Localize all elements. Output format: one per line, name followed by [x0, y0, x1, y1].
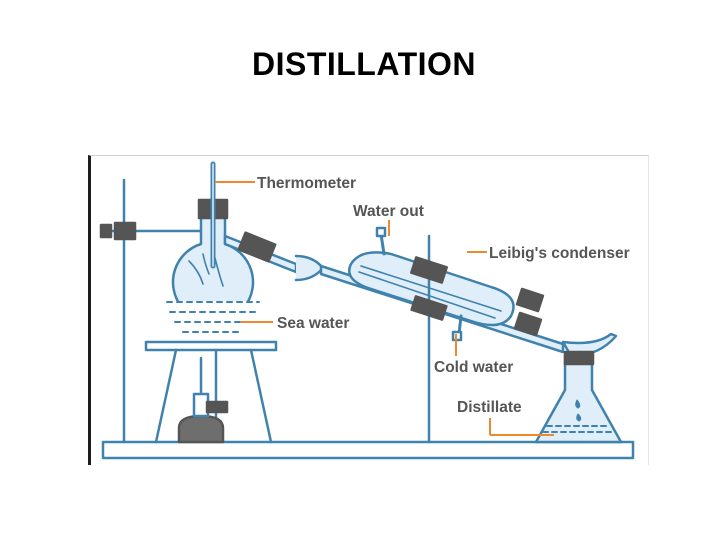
stand-boss-clamp: [113, 221, 137, 241]
condenser-stand: [410, 234, 448, 444]
label-water-out: Water out: [353, 203, 424, 220]
adapter-clamp-right-lower: [513, 311, 543, 337]
conical-flask: [534, 350, 623, 444]
adapter-clamp-right: [515, 287, 545, 313]
base-plate: [101, 440, 635, 460]
distillate-level: [542, 425, 615, 433]
leibig-condenser: [348, 226, 515, 342]
distillation-apparatus: Thermometer Water out Leibig's condenser…: [99, 161, 635, 460]
thermometer: [197, 161, 229, 269]
drop-icon: [575, 399, 581, 409]
bunsen-burner: [177, 356, 229, 444]
label-leaders: [215, 181, 554, 436]
label-distillate: Distillate: [457, 399, 522, 416]
condenser-clamp-lower: [410, 295, 448, 321]
drop-icon: [576, 413, 582, 422]
adapter-clamp: [237, 231, 277, 263]
condenser-clamp-upper: [410, 256, 448, 284]
slide-title: DISTILLATION: [251, 46, 477, 82]
label-condenser: Leibig's condenser: [489, 245, 630, 262]
flask-side-arm: [223, 231, 325, 282]
label-sea-water: Sea water: [277, 315, 349, 332]
receiver-stopper: [563, 350, 595, 366]
retort-stand: [99, 178, 205, 444]
stand-clamp-knob: [99, 223, 113, 239]
label-cold-water: Cold water: [434, 359, 513, 376]
water-outlet-nozzle: [379, 232, 386, 256]
gas-inlet-icon: [205, 400, 229, 414]
distillation-diagram: Thermometer Water out Leibig's condenser…: [88, 155, 649, 465]
label-thermometer: Thermometer: [257, 175, 356, 192]
sea-water-level: [166, 301, 260, 333]
round-bottom-flask: [166, 214, 260, 333]
